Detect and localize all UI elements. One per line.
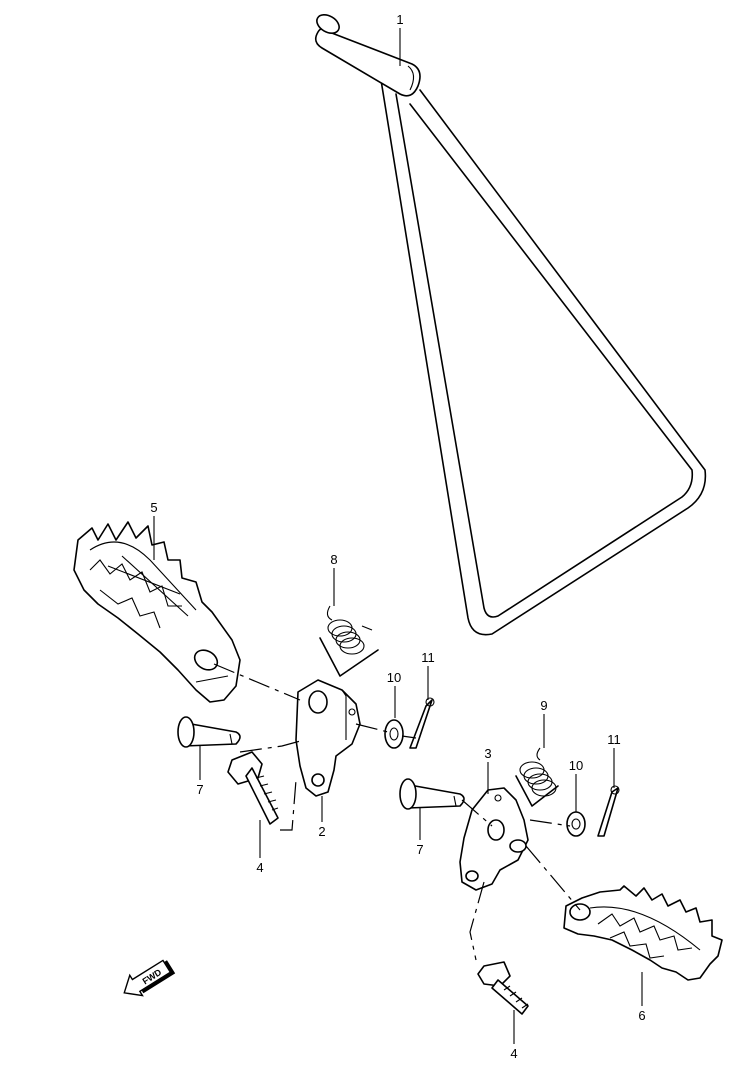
pin-left-part-7 (177, 716, 241, 748)
cotter-pin-left-part-11 (409, 697, 435, 749)
pin-right-part-7 (399, 778, 465, 810)
assembly-guide-lines (213, 663, 581, 961)
callout-7-left: 7 (196, 782, 203, 797)
bolt-left-part-4 (227, 751, 279, 825)
bolt-right-part-4 (477, 961, 529, 1015)
callout-3: 3 (484, 746, 491, 761)
bracket-right-part-3 (459, 787, 529, 891)
callout-9: 9 (540, 698, 547, 713)
callout-8: 8 (330, 552, 337, 567)
callout-4-left: 4 (256, 860, 263, 875)
washer-right-part-10 (566, 811, 586, 837)
footpeg-left-part-5 (73, 521, 241, 703)
callout-4-right: 4 (510, 1046, 517, 1061)
callout-1: 1 (396, 12, 403, 27)
spring-part-9 (515, 747, 559, 807)
callout-7-right: 7 (416, 842, 423, 857)
callout-10-right: 10 (569, 758, 583, 773)
spring-part-8 (319, 605, 379, 677)
fwd-arrow-icon: FWD (123, 959, 176, 997)
callout-leaders (153, 28, 643, 1044)
callout-6: 6 (638, 1008, 645, 1023)
callout-11-right: 11 (607, 732, 621, 747)
washer-left-part-10 (384, 719, 404, 749)
stand-part-1 (314, 14, 707, 636)
callout-11-left: 11 (421, 650, 435, 665)
footpeg-right-part-6 (563, 885, 723, 981)
callout-10-left: 10 (387, 670, 401, 685)
cotter-pin-right-part-11 (597, 785, 620, 837)
callout-5: 5 (150, 500, 157, 515)
callout-2: 2 (318, 824, 325, 839)
bracket-left-part-2 (295, 679, 361, 797)
